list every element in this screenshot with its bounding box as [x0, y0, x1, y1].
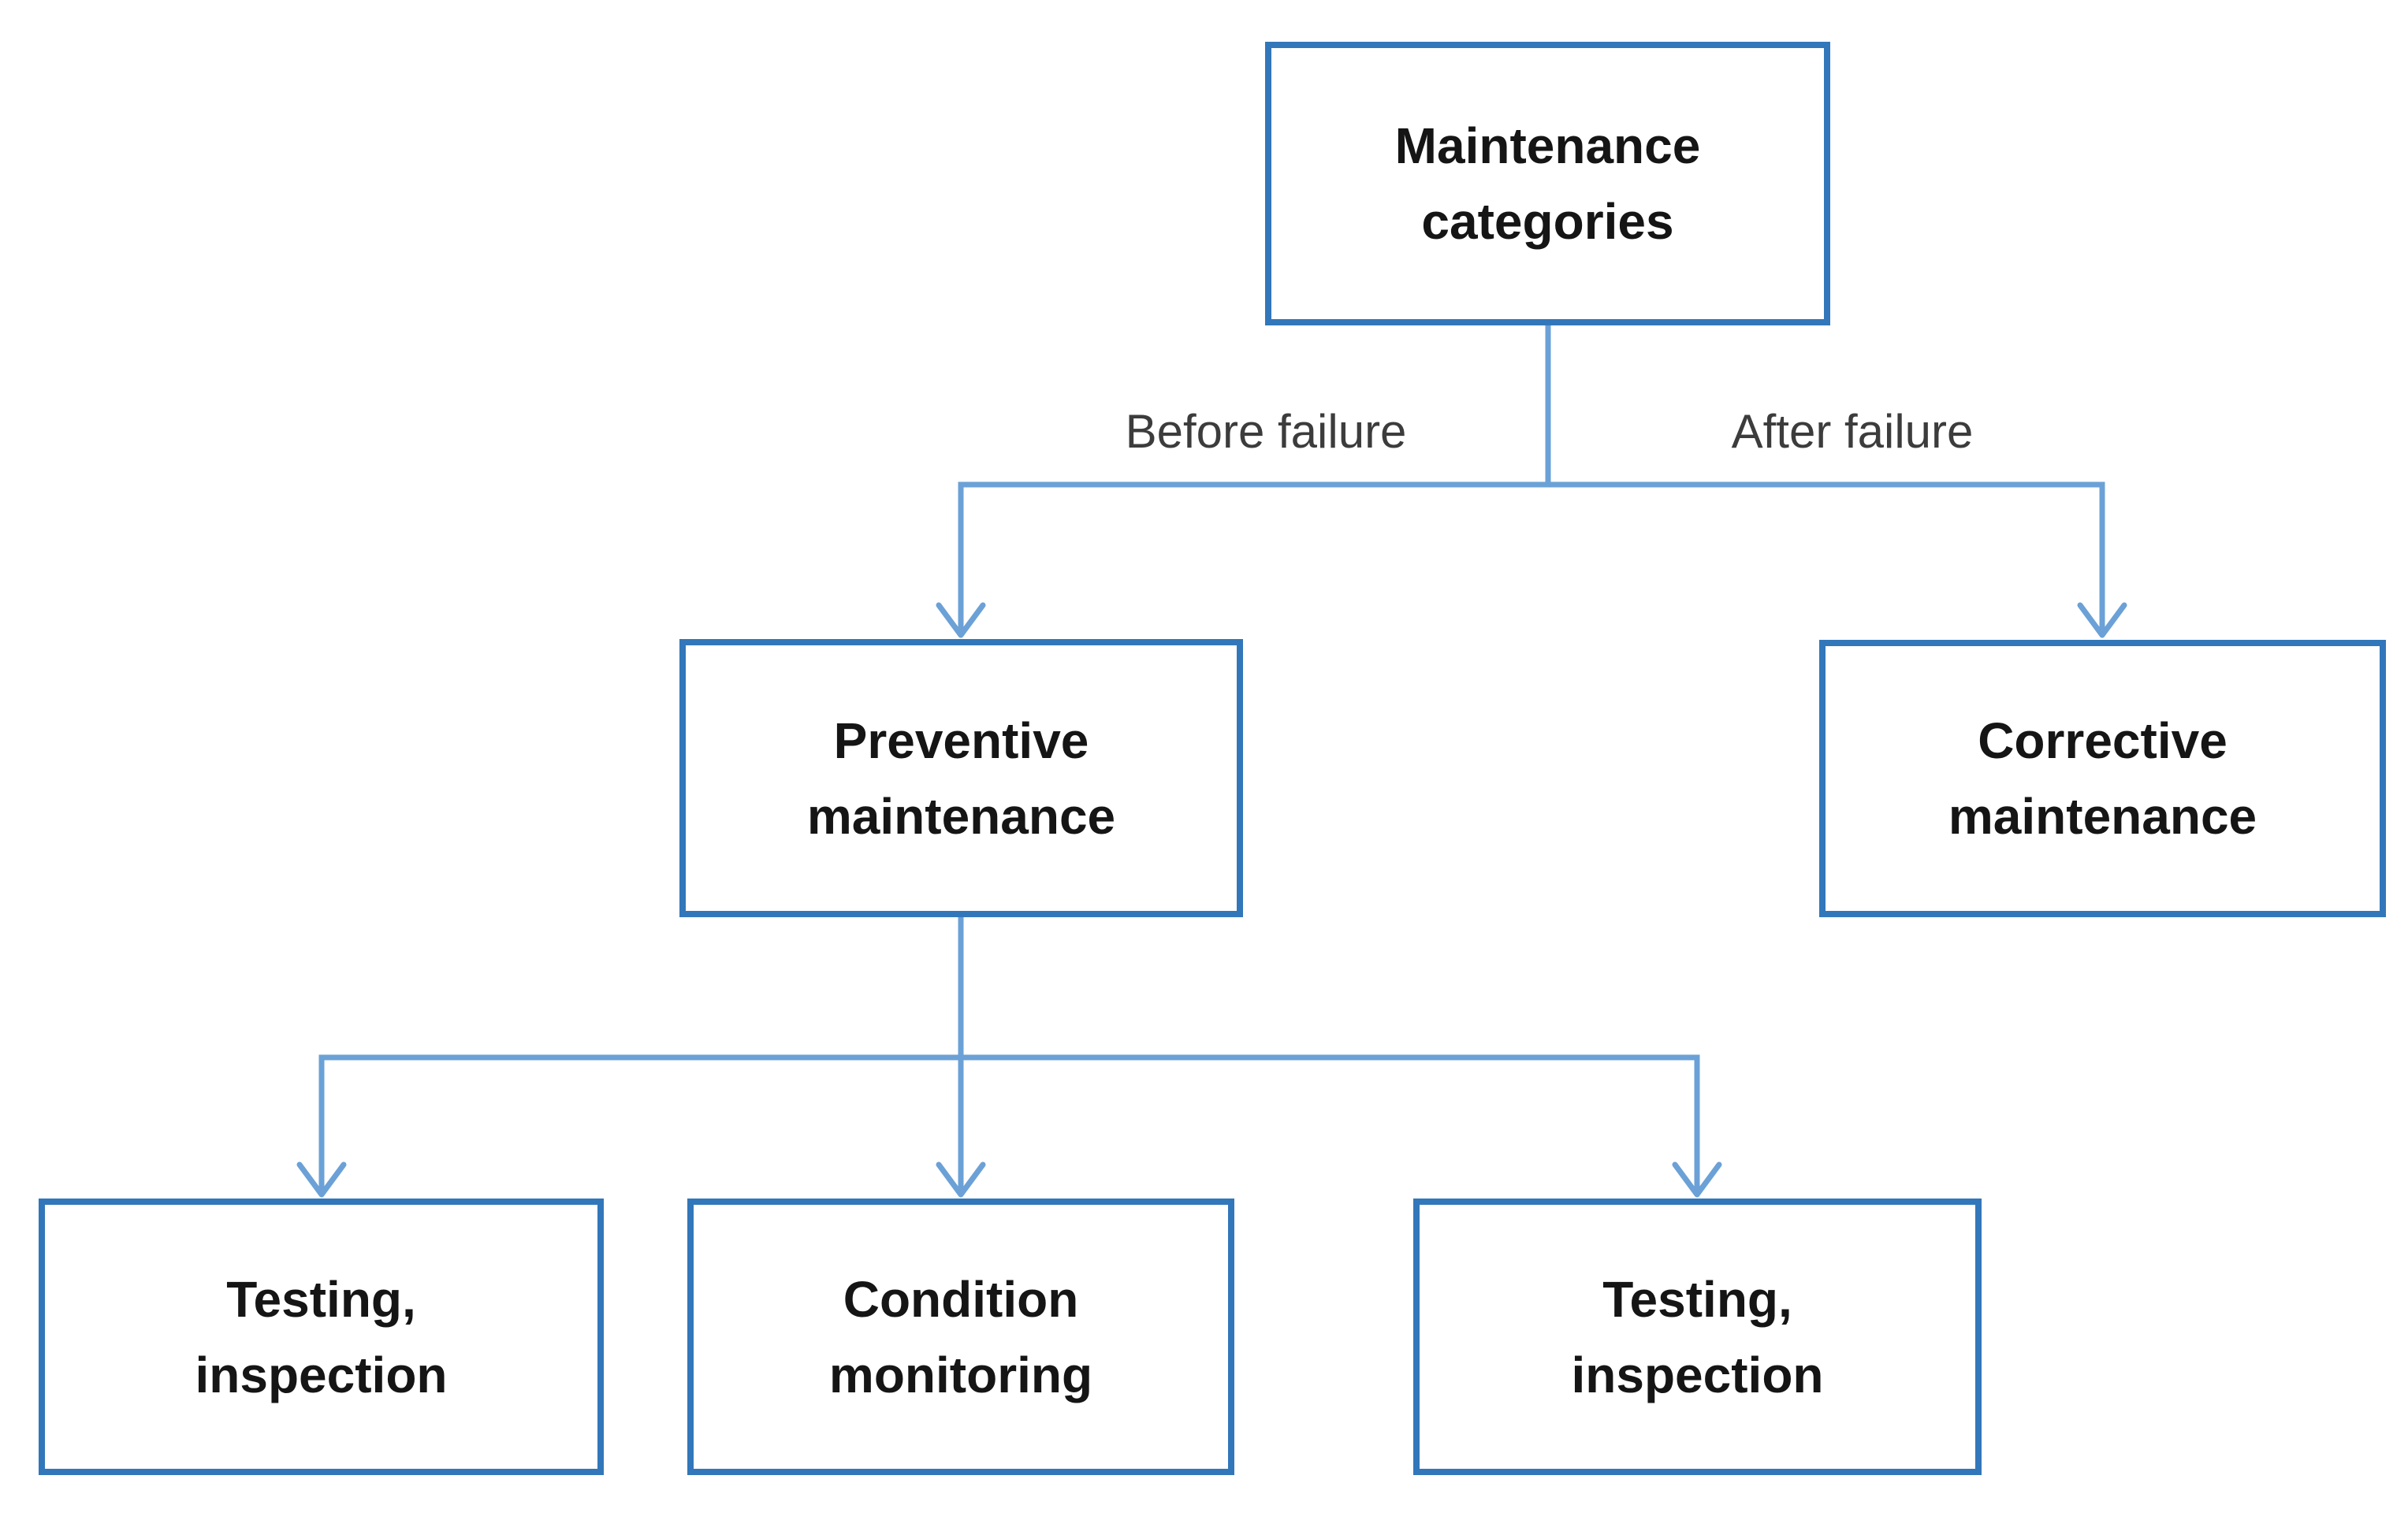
node-label: Preventive maintenance [806, 712, 1116, 845]
node-label: Condition monitoring [828, 1270, 1093, 1403]
node-testing-inspection-left: Testing, inspection [39, 1199, 604, 1475]
node-label: Maintenance categories [1394, 117, 1701, 250]
arrow-down-icon [936, 1161, 986, 1198]
node-testing-inspection-right: Testing, inspection [1413, 1199, 1982, 1475]
arrow-down-icon [1672, 1161, 1722, 1198]
node-label: Testing, inspection [195, 1270, 448, 1403]
arrow-down-icon [2077, 602, 2127, 638]
node-label: Testing, inspection [1571, 1270, 1824, 1403]
edge-label-after-failure: After failure [1731, 405, 1974, 458]
arrow-down-icon [936, 602, 986, 638]
node-condition-monitoring: Condition monitoring [687, 1199, 1234, 1475]
edge-label-before-failure: Before failure [1125, 405, 1407, 458]
connector-first-split [958, 481, 2105, 635]
node-corrective-maintenance: Corrective maintenance [1819, 640, 2386, 917]
connector-second-split [318, 1054, 1700, 1195]
arrow-down-icon [296, 1161, 347, 1198]
node-maintenance-categories: Maintenance categories [1265, 42, 1830, 325]
node-preventive-maintenance: Preventive maintenance [679, 639, 1243, 917]
node-label: Corrective maintenance [1948, 712, 2257, 845]
